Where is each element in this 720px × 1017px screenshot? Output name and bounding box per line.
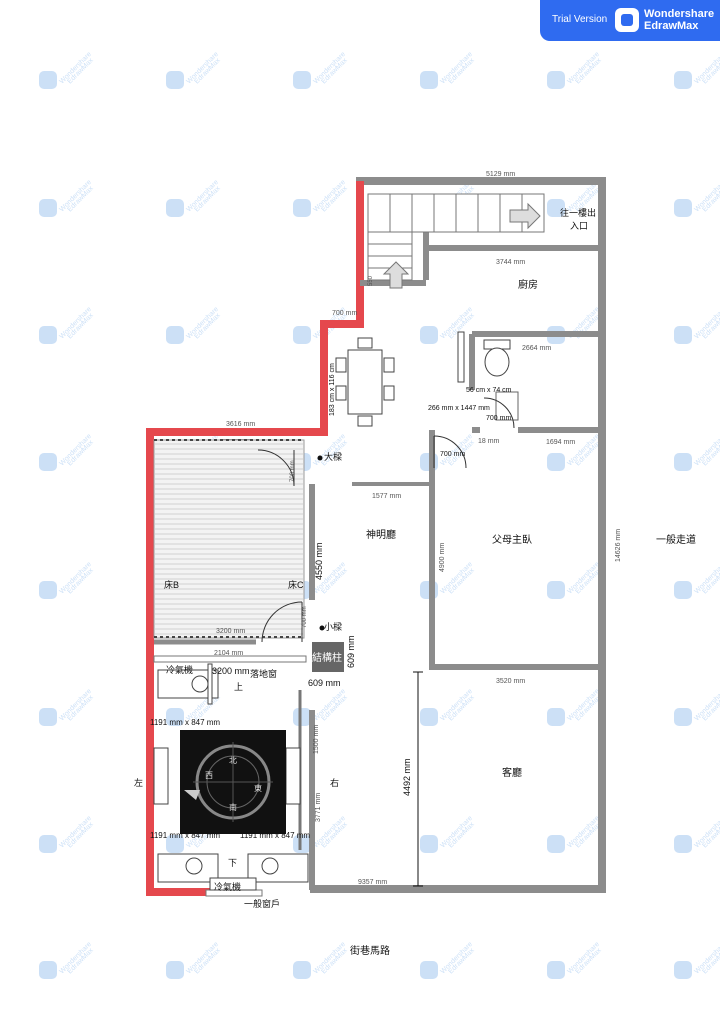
stair-arrow-up-icon <box>382 261 410 289</box>
shower <box>495 391 519 421</box>
label-bed-c: 床C <box>288 579 304 590</box>
label-shrine: 神明廳 <box>366 528 396 541</box>
compass-east: 東 <box>254 783 262 793</box>
dim-14626: 14626 mm <box>615 529 622 562</box>
label-right: 右 <box>330 777 339 788</box>
dim-550: 550 <box>368 275 374 286</box>
edrawmax-logo-icon <box>615 8 639 32</box>
dim-1577: 1577 mm <box>372 493 401 500</box>
dim-3771: 3771 mm <box>315 793 322 822</box>
compass <box>180 730 286 834</box>
trial-version-label: Trial Version <box>552 14 608 25</box>
accent-wall <box>146 181 364 896</box>
dim-1191-c: 1191 mm x 847 mm <box>240 831 310 840</box>
dim-9357: 9357 mm <box>358 879 387 886</box>
dim-1191-a: 1191 mm x 847 mm <box>150 718 220 727</box>
dim-3744: 3744 mm <box>496 259 525 266</box>
label-ac-top: 冷氣機 <box>166 664 193 675</box>
dim-door-700-bottom: 700 mm <box>302 606 308 628</box>
stair-arrow-right-icon <box>509 202 541 230</box>
bed-area <box>153 439 305 639</box>
trial-version-badge[interactable]: Trial Version Wondershare EdrawMax <box>540 0 720 41</box>
dim-1694: 1694 mm <box>546 439 575 446</box>
label-exit-line2: 入口 <box>570 221 588 231</box>
label-exit-line1: 往一樓出 <box>560 207 596 218</box>
dim-2104: 2104 mm <box>214 650 243 657</box>
dim-3520: 3520 mm <box>496 678 525 685</box>
label-big-beam: 大樑 <box>324 451 342 462</box>
label-bed-b: 床B <box>164 579 179 590</box>
compass-pointer-icon <box>184 790 200 800</box>
label-small-beam: 小樑 <box>324 621 342 632</box>
label-master-bedroom: 父母主臥 <box>492 534 532 546</box>
dim-183x116: 183 cm x 116 cm <box>329 363 336 416</box>
brand-name: Wondershare EdrawMax <box>644 8 714 32</box>
dim-door-700-top: 700 mm <box>290 460 296 482</box>
door-bedroom-top <box>257 449 295 487</box>
dim-3200-b: 3200 mm <box>212 666 250 676</box>
dim-4900: 4900 mm <box>439 543 446 572</box>
brand-line-1: Wondershare <box>644 8 715 20</box>
label-corridor: 一般走道 <box>656 533 696 546</box>
big-beam-dot <box>317 455 323 461</box>
door-master <box>433 435 467 469</box>
dimension-lines <box>413 671 423 887</box>
dim-2664: 2664 mm <box>522 345 551 352</box>
dim-18: 18 mm <box>478 438 500 445</box>
dim-1500: 1500 mm <box>313 725 320 754</box>
door-bedroom-bottom <box>261 601 303 643</box>
compass-north: 北 <box>229 756 237 765</box>
structural-column <box>312 642 344 672</box>
dim-1191-b: 1191 mm x 847 mm <box>150 831 220 840</box>
label-column: 結構柱 <box>312 651 342 664</box>
door-bath <box>483 397 515 429</box>
toilet <box>483 339 511 377</box>
dim-door-700-bath: 700 mm <box>486 415 511 422</box>
dim-4550: 4550 mm <box>314 542 324 580</box>
floor-window-strip <box>153 655 307 663</box>
walls <box>146 177 606 896</box>
dim-700-a: 700 mm <box>332 310 357 317</box>
label-floor-window: 落地窗 <box>250 668 277 679</box>
dim-56x74: 56 cm x 74 cm <box>466 387 512 394</box>
label-window: 一般窗戶 <box>244 898 280 909</box>
compass-south: 南 <box>229 802 237 812</box>
small-beam-dot <box>319 625 325 631</box>
label-living: 客廳 <box>502 766 522 779</box>
dim-4492: 4492 mm <box>402 758 412 796</box>
label-left: 左 <box>134 777 143 788</box>
lower-furniture <box>153 663 309 891</box>
doors <box>257 397 515 643</box>
label-street: 街巷馬路 <box>350 944 390 957</box>
dim-3616: 3616 mm <box>226 421 255 428</box>
brand-line-2: EdrawMax <box>644 20 699 32</box>
dim-3200-a: 3200 mm <box>216 628 245 635</box>
label-kitchen: 廚房 <box>518 278 538 291</box>
compass-west: 西 <box>205 771 213 780</box>
staircase <box>367 193 545 289</box>
sink <box>457 331 465 383</box>
dining-table <box>335 337 395 427</box>
dim-door-700-master: 700 mm <box>440 451 465 458</box>
dim-5129: 5129 mm <box>486 171 515 178</box>
label-down: 下 <box>228 858 237 868</box>
dim-609-a: 609 mm <box>308 678 341 688</box>
dim-266x1447: 266 mm x 1447 mm <box>428 405 490 412</box>
dim-609-b: 609 mm <box>346 635 356 668</box>
label-ac-bottom: 冷氣機 <box>214 881 241 892</box>
label-up: 上 <box>234 682 243 692</box>
